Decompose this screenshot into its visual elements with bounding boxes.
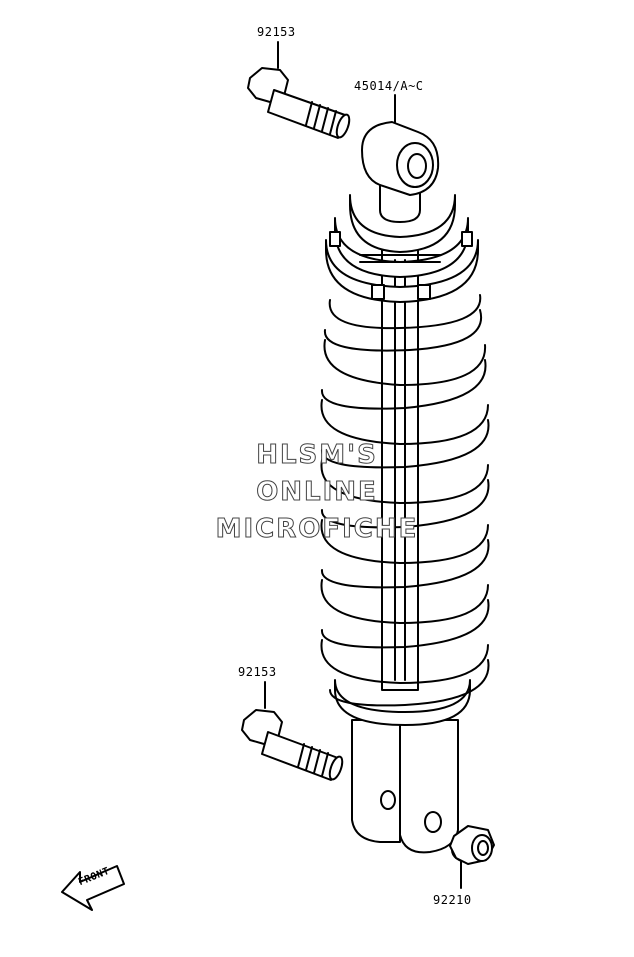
spring-seat-collar (325, 194, 479, 303)
coil-spring (320, 294, 490, 707)
lower-bolt (241, 709, 344, 781)
part-label-shock-unit: 45014/A~C (354, 79, 424, 93)
watermark-line-1: HLSM'S (256, 440, 378, 471)
shock-lower-body (334, 679, 471, 854)
part-label-bolt-upper: 92153 (257, 25, 296, 39)
damper-rod (381, 249, 419, 691)
top-eye-mount (361, 121, 440, 223)
watermark-line-2: ONLINE (256, 477, 378, 508)
flange-nut (449, 825, 495, 865)
front-arrow-icon (61, 865, 125, 911)
watermark-line-3: MICROFICHE (215, 514, 419, 545)
part-label-bolt-lower: 92153 (238, 665, 277, 679)
upper-bolt (247, 67, 351, 139)
part-label-nut: 92210 (433, 893, 472, 907)
